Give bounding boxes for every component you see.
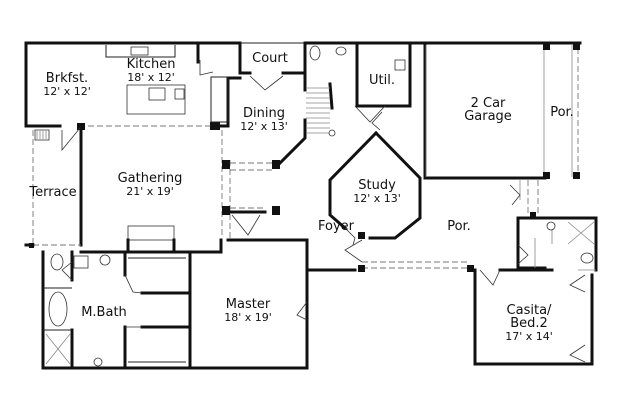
room-brkfst: Brkfst. 12' x 12' bbox=[43, 72, 91, 98]
room-garage: 2 Car Garage bbox=[464, 97, 512, 123]
room-name: Master bbox=[225, 297, 271, 312]
room-foyer: Foyer bbox=[318, 220, 354, 233]
walls bbox=[24, 41, 598, 370]
room-mbath: M.Bath bbox=[81, 306, 127, 319]
room-dining: Dining 12' x 13' bbox=[240, 107, 288, 133]
room-dims: 17' x 14' bbox=[505, 330, 553, 343]
room-name: Por. bbox=[550, 105, 574, 120]
room-casita: Casita/ Bed.2 17' x 14' bbox=[505, 304, 553, 343]
room-court: Court bbox=[252, 52, 288, 65]
room-garage-porch: Por. bbox=[550, 106, 574, 119]
room-dims: 12' x 13' bbox=[353, 192, 401, 205]
room-name: Util. bbox=[369, 73, 395, 88]
room-terrace: Terrace bbox=[29, 186, 76, 199]
room-name: Study bbox=[358, 178, 396, 193]
room-name: Dining bbox=[243, 106, 285, 121]
room-name: Brkfst. bbox=[45, 71, 89, 86]
room-name-line2: Garage bbox=[464, 109, 512, 124]
room-study: Study 12' x 13' bbox=[353, 179, 401, 205]
room-dims: 18' x 12' bbox=[127, 71, 175, 84]
room-name: Kitchen bbox=[126, 57, 176, 72]
room-gathering: Gathering 21' x 19' bbox=[118, 172, 183, 198]
room-name: Terrace bbox=[29, 185, 77, 200]
fixtures bbox=[34, 45, 595, 367]
room-dims: 12' x 12' bbox=[43, 85, 91, 98]
room-name: M.Bath bbox=[81, 305, 127, 320]
room-name: Foyer bbox=[317, 219, 355, 234]
room-util: Util. bbox=[369, 74, 395, 87]
room-name: Court bbox=[252, 51, 288, 66]
room-dims: 18' x 19' bbox=[224, 311, 272, 324]
room-name-line2: Bed.2 bbox=[510, 316, 548, 331]
room-name: Por. bbox=[447, 219, 471, 234]
room-name: 2 Car bbox=[470, 96, 506, 111]
posts bbox=[29, 43, 580, 272]
room-dims: 21' x 19' bbox=[126, 185, 174, 198]
room-master: Master 18' x 19' bbox=[224, 298, 272, 324]
room-dims: 12' x 13' bbox=[240, 120, 288, 133]
room-front-porch: Por. bbox=[447, 220, 471, 233]
room-name: Gathering bbox=[117, 171, 183, 186]
room-kitchen: Kitchen 18' x 12' bbox=[127, 58, 176, 84]
room-name: Casita/ bbox=[506, 303, 552, 318]
